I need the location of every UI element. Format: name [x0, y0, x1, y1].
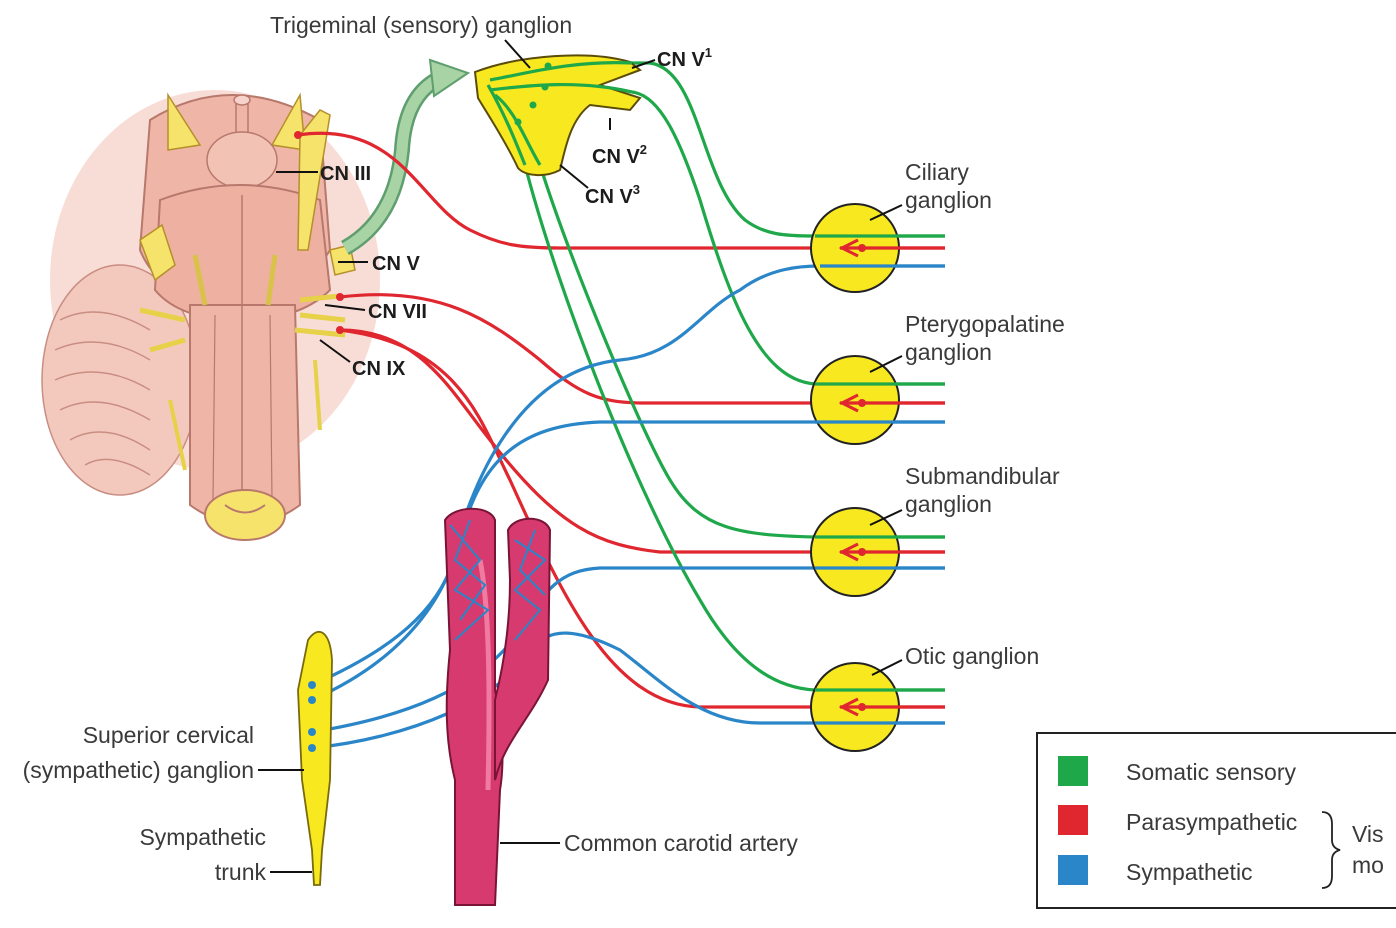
otic-label: Otic ganglion — [905, 643, 1039, 669]
ciliary-label-line2: ganglion — [905, 187, 992, 213]
submandibular-label-line2: ganglion — [905, 491, 992, 517]
cn-iii-label: CN III — [320, 163, 371, 185]
ciliary-label-line1: Ciliary — [905, 159, 969, 185]
cn-ix-label: CN IX — [352, 358, 406, 380]
legend-brace-label-line1: Vis — [1352, 821, 1384, 847]
legend-brace-label-line2: mo — [1352, 852, 1384, 878]
sympathetic-trunk-label-line2: trunk — [215, 859, 267, 885]
carotid-artery — [445, 509, 550, 905]
legend-item-sympathetic: Sympathetic — [1126, 859, 1253, 885]
legend-swatch-sympathetic — [1058, 855, 1088, 885]
legend-swatch-parasympathetic — [1058, 805, 1088, 835]
cn-v3-label: CN V3 — [585, 182, 640, 208]
legend-item-parasympathetic: Parasympathetic — [1126, 809, 1297, 835]
superior-cervical-label-line2: (sympathetic) ganglion — [23, 757, 254, 783]
pterygopalatine-label-line2: ganglion — [905, 339, 992, 365]
carotid-label: Common carotid artery — [564, 830, 798, 856]
superior-cervical-label-line1: Superior cervical — [83, 722, 254, 748]
cn-v2-label: CN V2 — [592, 142, 647, 168]
trigeminal-ganglion-label: Trigeminal (sensory) ganglion — [270, 12, 572, 38]
pterygopalatine-ganglion — [811, 356, 945, 444]
cn-vii-label: CN VII — [368, 301, 427, 323]
legend-item-somatic: Somatic sensory — [1126, 759, 1297, 785]
legend-swatch-somatic — [1058, 756, 1088, 786]
pterygopalatine-label-line1: Pterygopalatine — [905, 311, 1065, 337]
cn-v-label: CN V — [372, 253, 420, 275]
cn-v1-label: CN V1 — [657, 45, 712, 71]
legend: Somatic sensory Parasympathetic Sympathe… — [1037, 733, 1396, 908]
brainstem-illustration — [42, 90, 380, 540]
submandibular-label-line1: Submandibular — [905, 463, 1060, 489]
sympathetic-trunk-label-line1: Sympathetic — [139, 824, 266, 850]
otic-ganglion — [811, 663, 945, 751]
superior-cervical-ganglion-shape — [298, 632, 332, 885]
